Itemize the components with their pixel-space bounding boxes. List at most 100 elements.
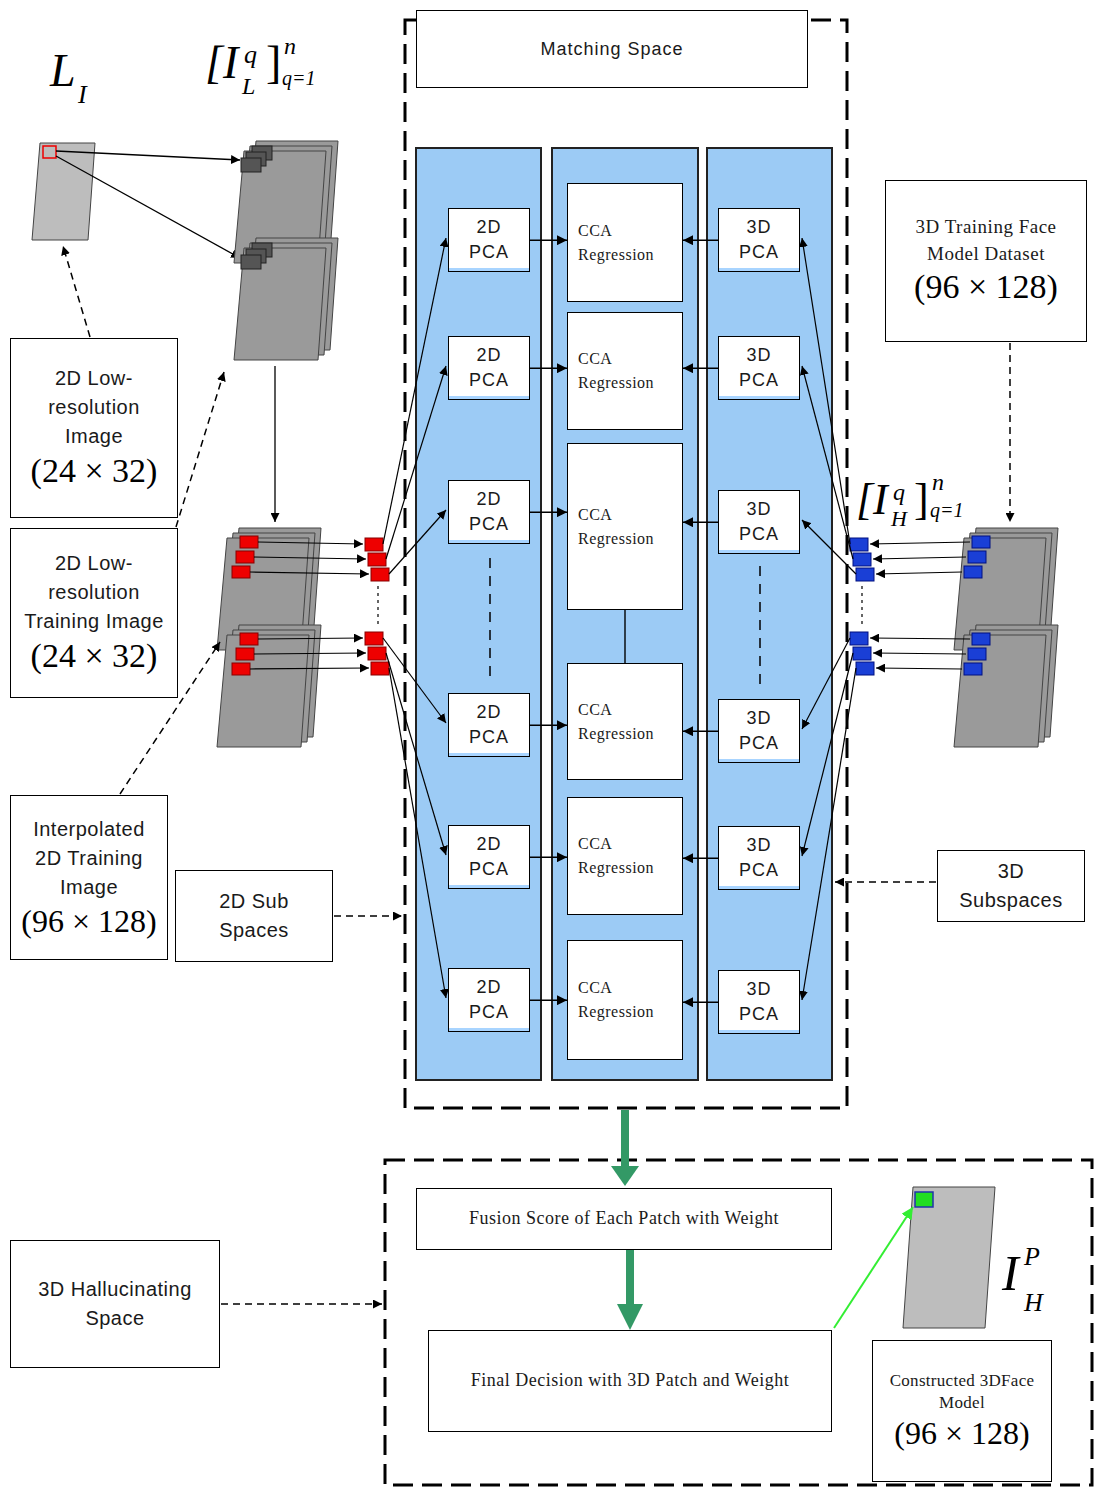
- ellipsis-line: [861, 586, 862, 627]
- math-symbol: I: [1002, 1248, 1019, 1298]
- box-label: 3D Subspaces: [946, 857, 1076, 915]
- math-symbol: q=1: [930, 500, 964, 520]
- connector: [683, 521, 718, 522]
- dimension-text: (24 × 32): [31, 636, 158, 677]
- math-symbol: ]: [266, 40, 281, 86]
- box-label: 2D PCA: [469, 832, 509, 882]
- patch-arrow: [876, 668, 962, 669]
- connector: [683, 857, 718, 858]
- patch-vector: [368, 553, 386, 566]
- pca-box: 2D PCA: [448, 480, 530, 544]
- box-label: 3D PCA: [739, 343, 779, 393]
- pca-box: 3D PCA: [718, 490, 800, 554]
- patch-arrow: [258, 542, 363, 544]
- box-label: CCA Regression: [578, 832, 654, 880]
- patch-arrow: [389, 510, 446, 574]
- patch-vector: [371, 662, 389, 675]
- regression-box: CCA Regression: [567, 797, 683, 915]
- patch-vector: [850, 632, 868, 645]
- image-page: [954, 635, 1046, 747]
- patch-vector: [856, 568, 874, 581]
- leader-arrow: [221, 1303, 382, 1305]
- image-patch: [240, 633, 258, 645]
- box-label: Fusion Score of Each Patch with Weight: [469, 1206, 779, 1231]
- image-patch: [240, 536, 258, 548]
- patch-arrow: [250, 668, 369, 669]
- patch-arrow: [802, 668, 856, 1000]
- patch-vector: [365, 538, 383, 551]
- connector: [530, 999, 567, 1000]
- description-box: Interpolated 2D Training Image(96 × 128): [10, 795, 168, 960]
- dimension-text: (96 × 128): [894, 1414, 1029, 1452]
- regression-box: CCA Regression: [567, 183, 683, 302]
- patch-arrow: [254, 653, 366, 654]
- math-symbol: [I: [856, 478, 888, 522]
- math-symbol: n: [284, 34, 296, 58]
- output-box: Constructed 3DFace Model(96 × 128): [872, 1340, 1052, 1482]
- math-symbol: H: [891, 508, 907, 530]
- math-symbol: P: [1024, 1244, 1040, 1270]
- image-patch: [968, 648, 986, 660]
- math-symbol: I: [78, 82, 87, 108]
- box-label: 2D Sub Spaces: [184, 887, 324, 945]
- patch-arrow: [870, 542, 970, 544]
- patch-vector: [365, 632, 383, 645]
- leader-arrow: [176, 372, 224, 527]
- dimension-text: (24 × 32): [31, 451, 158, 492]
- description-box: 3D Subspaces: [937, 850, 1085, 922]
- region-title: Matching Space: [416, 10, 808, 88]
- flow-arrow: [626, 1250, 634, 1314]
- math-symbol: H: [1024, 1290, 1043, 1316]
- box-label: 2D PCA: [469, 700, 509, 750]
- connector: [530, 856, 567, 857]
- patch-marker: [43, 146, 56, 158]
- leader-arrow: [1009, 343, 1011, 522]
- patch-marker: [915, 1192, 933, 1207]
- image-page: [217, 635, 309, 747]
- connector: [683, 1001, 718, 1002]
- connector: [683, 239, 718, 240]
- patch-arrow: [56, 156, 240, 258]
- math-symbol: [I: [205, 40, 238, 86]
- output-image: [903, 1187, 995, 1328]
- pca-box: 3D PCA: [718, 826, 800, 890]
- math-symbol: q: [244, 42, 257, 68]
- math-symbol: L: [50, 48, 76, 94]
- description-box: 2D Low-resolution Training Image(24 × 32…: [10, 528, 178, 698]
- box-label: 3D PCA: [739, 977, 779, 1027]
- subspace-column: [416, 148, 541, 1080]
- patch-arrow: [56, 151, 240, 160]
- patch-arrow: [250, 572, 369, 574]
- box-label: 3D PCA: [739, 833, 779, 883]
- regression-box: CCA Regression: [567, 940, 683, 1060]
- patch-arrow: [802, 366, 853, 559]
- image-patch: [236, 648, 254, 660]
- box-label: Constructed 3DFace Model: [881, 1370, 1043, 1414]
- connector: [683, 730, 718, 731]
- connector: [624, 610, 625, 663]
- connector: [530, 367, 567, 368]
- subspace-column: [552, 148, 698, 1080]
- patch-arrow: [873, 557, 966, 559]
- process-box: Fusion Score of Each Patch with Weight: [416, 1188, 832, 1250]
- image-patch: [232, 566, 250, 578]
- box-label: CCA Regression: [578, 347, 654, 395]
- box-label: Matching Space: [540, 36, 683, 62]
- math-symbol: n: [932, 470, 944, 494]
- pca-box: 3D PCA: [718, 336, 800, 400]
- box-label: 3D PCA: [739, 497, 779, 547]
- flow-arrow: [621, 1110, 629, 1168]
- ellipsis-line: [759, 566, 761, 690]
- patch-arrow: [383, 638, 446, 723]
- patch-arrow: [876, 572, 962, 574]
- regression-box: CCA Regression: [567, 312, 683, 430]
- patch-vector: [850, 538, 868, 551]
- ellipsis-line: [489, 558, 491, 682]
- dataset-box: 3D Training Face Model Dataset(96 × 128): [885, 180, 1087, 342]
- box-label: CCA Regression: [578, 503, 654, 551]
- dimension-text: (96 × 128): [21, 902, 156, 940]
- leader-arrow: [334, 915, 402, 917]
- math-symbol: q=1: [282, 68, 316, 88]
- pca-box: 3D PCA: [718, 208, 800, 272]
